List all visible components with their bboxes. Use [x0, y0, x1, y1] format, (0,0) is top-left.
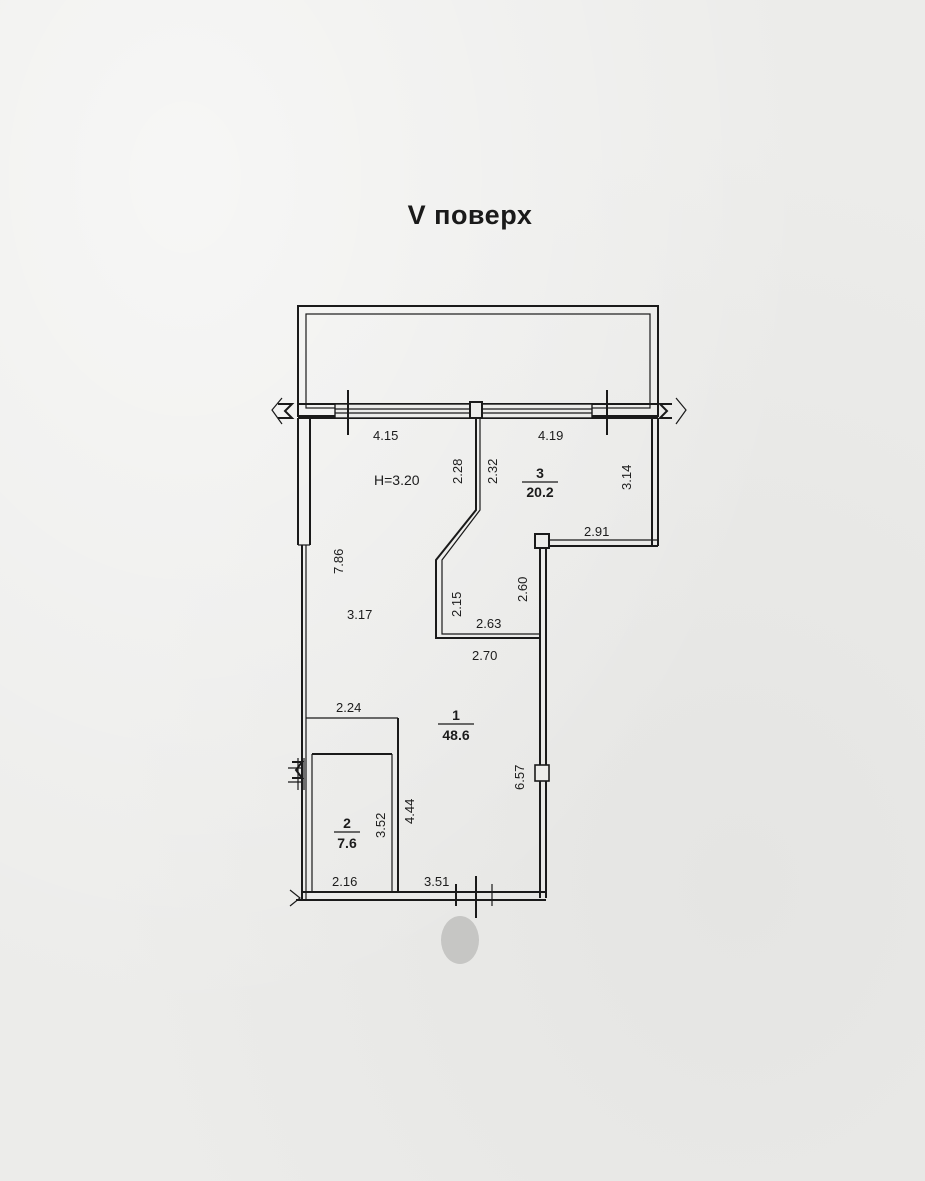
- dim-left-wall: 7.86: [331, 549, 346, 574]
- central-column: [469, 401, 483, 419]
- dim-top-left: 4.15: [373, 428, 398, 443]
- dim-niche-width: 2.63: [476, 616, 501, 631]
- dim-niche-height: 2.15: [449, 592, 464, 617]
- dim-right-upper: 3.14: [619, 465, 634, 490]
- dim-bath-width: 2.16: [332, 874, 357, 889]
- dim-column-left: 2.28: [450, 459, 465, 484]
- room-1-area: 48.6: [442, 727, 469, 743]
- dim-notch-height: 2.60: [515, 577, 530, 602]
- floor-title: V поверх: [407, 200, 533, 230]
- room-2-area: 7.6: [337, 835, 357, 851]
- room-1-number: 1: [452, 707, 460, 723]
- right-upper-wall: [534, 418, 659, 549]
- room-3-label: 3 20.2: [522, 465, 558, 500]
- room-2-label: 2 7.6: [334, 815, 360, 851]
- dim-right-lower: 6.57: [512, 765, 527, 790]
- room-1-label: 1 48.6: [438, 707, 474, 743]
- dim-bottom: 3.51: [424, 874, 449, 889]
- window-left: [334, 390, 471, 435]
- dim-column-right: 2.32: [485, 459, 500, 484]
- right-lower-wall: [534, 548, 550, 898]
- left-outer-wall: [297, 418, 311, 900]
- bathroom-walls: [306, 717, 399, 892]
- window-right: [481, 390, 608, 435]
- dim-notch-width: 2.70: [472, 648, 497, 663]
- wall-break-right: [657, 397, 687, 425]
- dim-right-notch: 2.91: [584, 524, 609, 539]
- bottom-wall: [289, 876, 546, 918]
- left-wall-break: [288, 758, 305, 790]
- dim-bath-top: 2.24: [336, 700, 361, 715]
- dim-left-mid: 3.17: [347, 607, 372, 622]
- room-3-area: 20.2: [526, 484, 553, 500]
- partition-wall: [435, 418, 540, 639]
- room-2-number: 2: [343, 815, 351, 831]
- wall-break-left: [271, 397, 295, 425]
- dim-bath-height: 3.52: [373, 813, 388, 838]
- dim-top-right: 4.19: [538, 428, 563, 443]
- dim-bath-outer: 4.44: [402, 799, 417, 824]
- room-3-number: 3: [536, 465, 544, 481]
- ceiling-height: H=3.20: [374, 472, 420, 488]
- ink-smudge: [441, 916, 479, 964]
